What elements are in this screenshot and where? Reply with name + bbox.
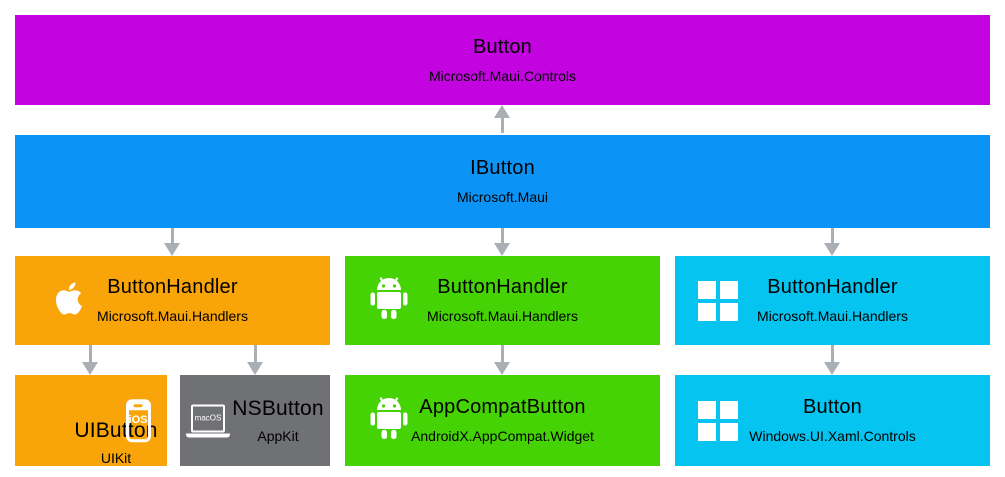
macos-badge: macOS	[194, 413, 222, 423]
node-namespace: AppKit	[257, 427, 299, 444]
windows-icon	[698, 400, 738, 441]
node-buttonhandler-ios: ButtonHandler Microsoft.Maui.Handlers	[15, 256, 330, 345]
inheritance-arrow-up	[494, 105, 510, 133]
node-ibutton: IButton Microsoft.Maui	[15, 135, 990, 228]
node-namespace: Microsoft.Maui.Handlers	[757, 308, 908, 325]
inheritance-arrow-down	[82, 345, 98, 375]
android-icon	[369, 396, 409, 446]
inheritance-arrow-down	[247, 345, 263, 375]
android-icon	[369, 276, 409, 326]
iphone-icon: iOS	[125, 398, 151, 443]
node-appcompatbutton: AppCompatButton AndroidX.AppCompat.Widge…	[345, 375, 660, 466]
inheritance-arrow-down	[494, 228, 510, 256]
macbook-icon: macOS	[186, 404, 230, 437]
ios-badge: iOS	[128, 414, 148, 427]
node-title: Button	[802, 396, 863, 419]
node-winui-button: Button Windows.UI.Xaml.Controls	[675, 375, 990, 466]
node-title: ButtonHandler	[107, 276, 238, 299]
node-namespace: Microsoft.Maui.Handlers	[427, 308, 578, 325]
apple-icon	[53, 280, 85, 322]
node-title: Button	[472, 35, 533, 58]
node-uibutton: iOS UIButton UIKit	[15, 375, 167, 466]
windows-icon	[698, 280, 738, 321]
node-title: IButton	[470, 157, 535, 180]
node-title: AppCompatButton	[419, 396, 586, 419]
inheritance-arrow-down	[494, 345, 510, 375]
node-buttonhandler-windows: ButtonHandler Microsoft.Maui.Handlers	[675, 256, 990, 345]
node-namespace: Microsoft.Maui	[456, 189, 549, 206]
node-namespace: Microsoft.Maui.Handlers	[97, 308, 248, 325]
node-title: ButtonHandler	[437, 276, 568, 299]
node-namespace: Windows.UI.Xaml.Controls	[749, 428, 916, 445]
node-namespace: Microsoft.Maui.Controls	[428, 67, 577, 84]
node-namespace: UIKit	[100, 449, 132, 466]
node-title: ButtonHandler	[767, 276, 898, 299]
inheritance-arrow-down	[164, 228, 180, 256]
inheritance-arrow-down	[824, 228, 840, 256]
node-nsbutton: macOS NSButton AppKit	[180, 375, 330, 466]
node-maui-button: Button Microsoft.Maui.Controls	[15, 15, 990, 105]
inheritance-arrow-down	[824, 345, 840, 375]
node-buttonhandler-android: ButtonHandler Microsoft.Maui.Handlers	[345, 256, 660, 345]
node-title: NSButton	[232, 396, 324, 420]
node-namespace: AndroidX.AppCompat.Widget	[411, 428, 594, 445]
